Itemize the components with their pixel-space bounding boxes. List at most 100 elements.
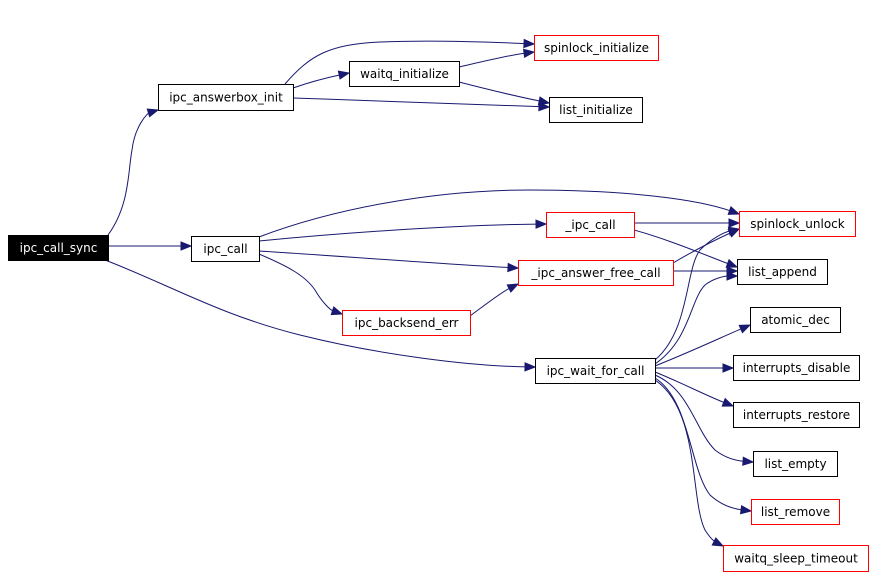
node-box: [750, 307, 841, 333]
node-box: [739, 211, 856, 237]
node-label: list_initialize: [559, 103, 633, 117]
edge-arrowhead: [721, 397, 735, 407]
node-spinlock-unlock[interactable]: spinlock_unlock: [739, 211, 856, 237]
edge-arrowhead: [522, 48, 536, 59]
edge-ipc_answerbox_init-to-list_initialize: [292, 97, 551, 112]
edge-ipc_wait_for_call-to-atomic_dec: [654, 324, 752, 367]
edge-arrowhead: [726, 271, 739, 281]
node-box: [191, 236, 260, 262]
node-list-empty[interactable]: list_empty: [753, 451, 838, 477]
node-label: list_remove: [761, 505, 830, 519]
edge-arrowhead: [728, 218, 741, 228]
edge-ipc_call-to-spinlock_unlock: [258, 189, 741, 238]
edge-arrowhead: [722, 363, 735, 373]
node-box: [733, 355, 860, 381]
node-label: ipc_answerbox_init: [169, 91, 283, 105]
node-ipc-wait-for-call[interactable]: ipc_wait_for_call: [535, 358, 656, 384]
node-ipc-answerbox-init[interactable]: ipc_answerbox_init: [158, 84, 294, 111]
edge-arrowhead: [711, 537, 725, 547]
edge-waitq_initialize-to-list_initialize: [458, 81, 551, 106]
edge-line: [258, 250, 510, 269]
node-box: [723, 545, 869, 572]
edge-arrowhead: [337, 70, 351, 80]
node-label: ipc_call_sync: [20, 241, 98, 255]
node--ipc-answer-free-call[interactable]: _ipc_answer_free_call: [518, 260, 674, 286]
edge-ipc_call_sync-to-ipc_call: [107, 241, 193, 251]
node-list-append[interactable]: list_append: [737, 259, 828, 285]
node-spinlock-initialize[interactable]: spinlock_initialize: [534, 35, 659, 61]
edge-ipc_backsend_err-to-_ipc_answer_free_call: [469, 283, 520, 317]
edge-ipc_wait_for_call-to-interrupts_restore: [654, 371, 735, 407]
node-label: interrupts_restore: [743, 408, 850, 422]
edge-line: [654, 230, 731, 361]
node-ipc-call[interactable]: ipc_call: [191, 236, 260, 262]
node-label: list_empty: [764, 457, 826, 471]
edge-line: [654, 379, 716, 543]
edge-ipc_call-to-ipc_backsend_err: [258, 253, 344, 316]
edge-line: [633, 229, 729, 265]
node-list-initialize[interactable]: list_initialize: [549, 97, 643, 123]
node-box: [8, 235, 109, 261]
node-label: spinlock_initialize: [544, 41, 649, 55]
node-box: [733, 402, 860, 428]
edge-ipc_call-to-_ipc_call: [258, 219, 548, 242]
edge-line: [258, 189, 731, 238]
node--ipc-call[interactable]: _ipc_call: [546, 212, 635, 238]
node-list-remove[interactable]: list_remove: [751, 499, 840, 525]
edge-arrowhead: [524, 362, 537, 372]
node-ipc-backsend-err[interactable]: ipc_backsend_err: [342, 310, 471, 336]
node-interrupts-restore[interactable]: interrupts_restore: [733, 402, 860, 428]
edge-line: [654, 374, 745, 462]
edge-arrowhead: [535, 219, 548, 229]
node-waitq-initialize[interactable]: waitq_initialize: [349, 61, 460, 87]
edge-ipc_call_sync-to-ipc_wait_for_call: [104, 259, 537, 372]
node-interrupts-disable[interactable]: interrupts_disable: [733, 355, 860, 381]
node-box: [753, 451, 838, 477]
edge-line: [654, 275, 729, 365]
node-label: interrupts_disable: [743, 361, 851, 375]
edge-_ipc_call-to-list_append: [633, 229, 739, 268]
node-label: atomic_dec: [761, 313, 830, 327]
node-label: ipc_call: [203, 242, 247, 256]
edge-ipc_wait_for_call-to-waitq_sleep_timeout: [654, 379, 725, 547]
edge-line: [654, 377, 743, 511]
node-box: [549, 97, 643, 123]
edge-arrowhead: [537, 96, 551, 106]
node-box: [534, 35, 659, 61]
edge-arrowhead: [330, 306, 344, 316]
node-box: [546, 212, 635, 238]
edges-layer: [104, 38, 755, 547]
edge-line: [469, 287, 511, 317]
node-label: waitq_sleep_timeout: [734, 552, 858, 566]
edge-arrowhead: [523, 38, 536, 49]
edge-line: [107, 112, 150, 236]
edge-ipc_answerbox_init-to-spinlock_initialize: [284, 38, 536, 85]
edge-ipc_wait_for_call-to-spinlock_unlock: [654, 226, 741, 361]
edge-arrowhead: [727, 226, 741, 236]
edge-arrowhead: [727, 205, 741, 215]
node-box: [518, 260, 674, 286]
node-waitq-sleep-timeout[interactable]: waitq_sleep_timeout: [723, 545, 869, 572]
node-label: spinlock_unlock: [750, 217, 845, 231]
edge-line: [258, 253, 334, 312]
node-label: list_append: [748, 265, 817, 279]
edge-ipc_wait_for_call-to-list_remove: [654, 377, 753, 515]
edge-line: [284, 40, 526, 85]
edge-ipc_call_sync-to-ipc_answerbox_init: [107, 108, 160, 236]
edge-line: [458, 81, 541, 102]
node-box: [349, 61, 460, 87]
edge-line: [104, 259, 527, 368]
node-label: ipc_wait_for_call: [547, 364, 645, 378]
nodes-layer: ipc_call_sync ipc_answerbox_init ipc_calli…: [8, 35, 869, 572]
node-box: [535, 358, 656, 384]
node-box: [342, 310, 471, 336]
node-label: _ipc_call: [564, 218, 615, 232]
edge-ipc_wait_for_call-to-list_append: [654, 271, 739, 365]
node-box: [737, 259, 828, 285]
edge-ipc_call-to-_ipc_answer_free_call: [258, 250, 520, 273]
edge-arrowhead: [742, 456, 755, 466]
edge-line: [654, 371, 725, 404]
node-atomic-dec[interactable]: atomic_dec: [750, 307, 841, 333]
edge-line: [654, 328, 742, 367]
